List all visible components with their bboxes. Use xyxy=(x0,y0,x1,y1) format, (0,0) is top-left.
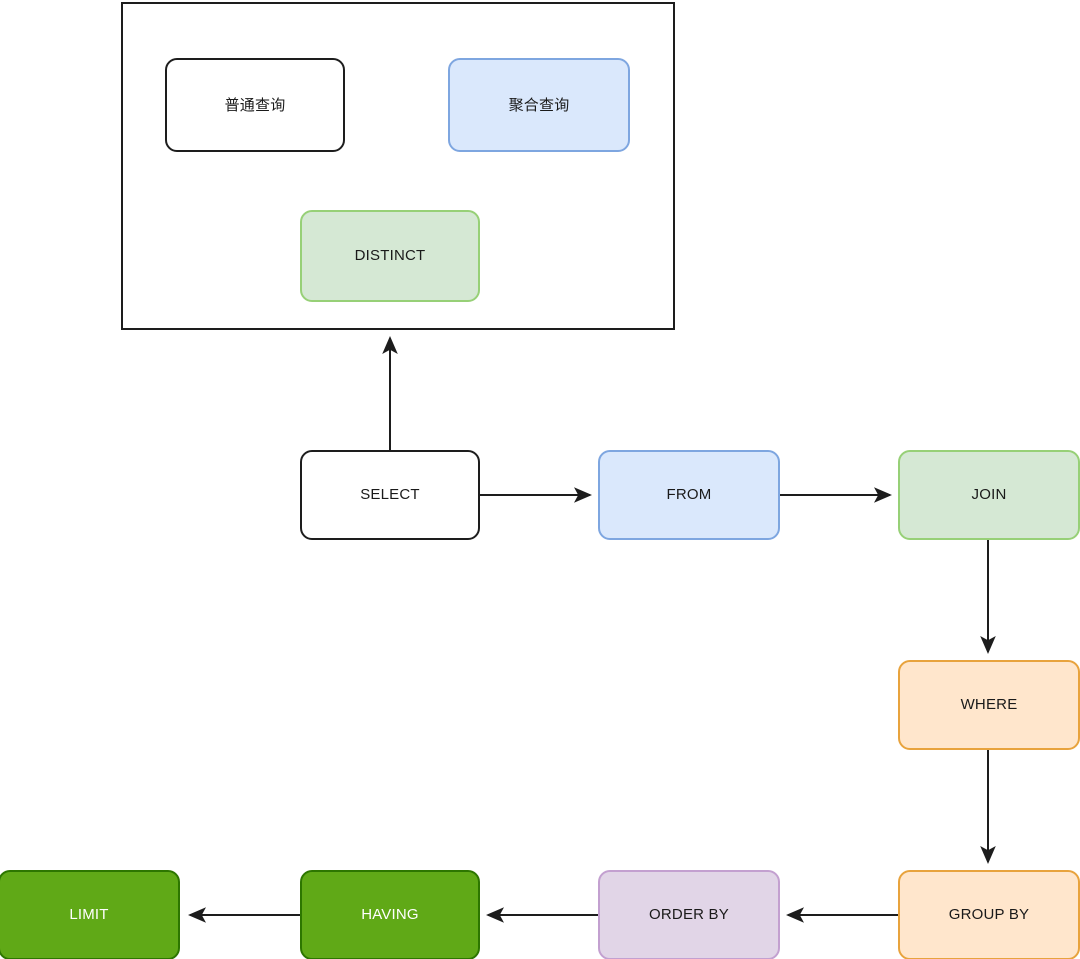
node-select[interactable]: SELECT xyxy=(300,450,480,540)
node-aggregate-query[interactable]: 聚合查询 xyxy=(448,58,630,152)
node-limit-label: LIMIT xyxy=(69,905,109,923)
node-group-by-label: GROUP BY xyxy=(948,905,1030,923)
node-distinct[interactable]: DISTINCT xyxy=(300,210,480,302)
node-order-by-label: ORDER BY xyxy=(649,905,729,923)
node-order-by[interactable]: ORDER BY xyxy=(598,870,780,959)
node-having[interactable]: HAVING xyxy=(300,870,480,959)
node-normal-query-label: 普通查询 xyxy=(224,95,286,114)
node-from[interactable]: FROM xyxy=(598,450,780,540)
node-having-label: HAVING xyxy=(361,905,419,923)
node-distinct-label: DISTINCT xyxy=(354,246,426,264)
node-join-label: JOIN xyxy=(971,485,1007,503)
node-aggregate-query-label: 聚合查询 xyxy=(508,95,570,114)
node-limit[interactable]: LIMIT xyxy=(0,870,180,959)
node-where-label: WHERE xyxy=(960,695,1018,713)
node-normal-query[interactable]: 普通查询 xyxy=(165,58,345,152)
node-select-label: SELECT xyxy=(360,485,420,503)
node-where[interactable]: WHERE xyxy=(898,660,1080,750)
node-from-label: FROM xyxy=(666,485,712,503)
node-group-by[interactable]: GROUP BY xyxy=(898,870,1080,959)
node-join[interactable]: JOIN xyxy=(898,450,1080,540)
